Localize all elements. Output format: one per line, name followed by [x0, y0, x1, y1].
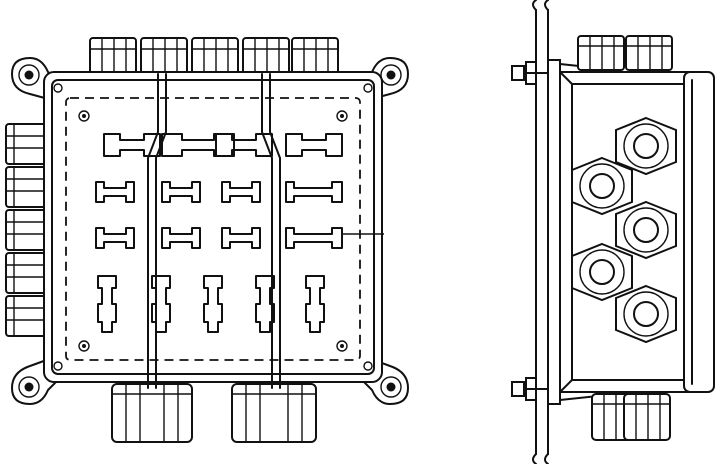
screw	[336, 110, 348, 122]
top-cable-glands	[89, 37, 339, 75]
front-view	[5, 37, 410, 443]
cable-gland	[5, 123, 47, 165]
cable-gland	[5, 295, 47, 337]
screw	[336, 340, 348, 352]
terminal-row-3	[95, 227, 384, 249]
cable-gland	[242, 37, 290, 75]
side-top-glands	[577, 35, 673, 71]
cable-gland	[191, 37, 239, 75]
side-face-glands	[571, 116, 677, 344]
screw	[78, 110, 90, 122]
corner-screws	[78, 110, 348, 352]
cable-gland	[231, 383, 317, 443]
cable-gland	[89, 37, 137, 75]
terminal-row-2	[95, 181, 343, 203]
cable-gland	[615, 200, 677, 260]
bottom-cable-glands	[111, 383, 317, 443]
side-view	[511, 0, 715, 464]
cable-gland	[5, 209, 47, 251]
cable-gland	[111, 383, 193, 443]
cable-gland	[5, 166, 47, 208]
side-bottom-glands	[591, 393, 671, 441]
wire-runs	[147, 73, 281, 389]
screw	[78, 340, 90, 352]
cable-gland	[571, 156, 633, 216]
left-cable-glands	[5, 123, 47, 337]
cable-gland	[291, 37, 339, 75]
cable-gland	[5, 252, 47, 294]
enclosure-body	[43, 71, 383, 383]
cable-gland	[140, 37, 188, 75]
side-cover-lid	[683, 71, 715, 393]
cable-gland	[571, 242, 633, 302]
cable-gland	[615, 284, 677, 344]
cable-gland	[615, 116, 677, 176]
